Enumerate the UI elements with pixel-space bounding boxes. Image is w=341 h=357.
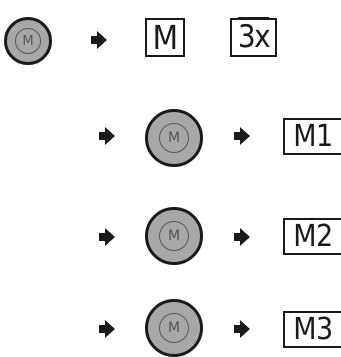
arrow-icon (233, 320, 251, 342)
m-button-row1[interactable]: M (4, 17, 52, 65)
arrow-icon (90, 31, 108, 53)
arrow-icon (98, 228, 116, 250)
m2-display-box: M2 (283, 218, 341, 255)
m1-display-box: M1 (283, 118, 341, 155)
m-button-row2[interactable]: M (145, 109, 203, 167)
m-button-row4[interactable]: M (145, 299, 203, 357)
m3-display-box: M3 (283, 311, 341, 348)
arrow-icon (98, 320, 116, 342)
m2-display-label: M2 (293, 218, 333, 254)
m-button-row3-label: M (167, 228, 181, 244)
m1-display-label: M1 (293, 118, 333, 154)
arrow-icon (98, 127, 116, 149)
m-button-row3[interactable]: M (145, 207, 203, 265)
m-display-label: M (152, 18, 178, 57)
m-button-row2-label: M (167, 130, 181, 146)
arrow-icon (233, 127, 251, 149)
m3-display-label: M3 (293, 311, 333, 347)
arrow-icon (233, 228, 251, 250)
m-button-row4-label: M (167, 320, 181, 336)
m-button-row1-label: M (22, 33, 34, 49)
m-display-box: M (145, 18, 185, 57)
3x-display-box: 3x (230, 18, 277, 57)
3x-display-label: 3x (237, 19, 271, 55)
